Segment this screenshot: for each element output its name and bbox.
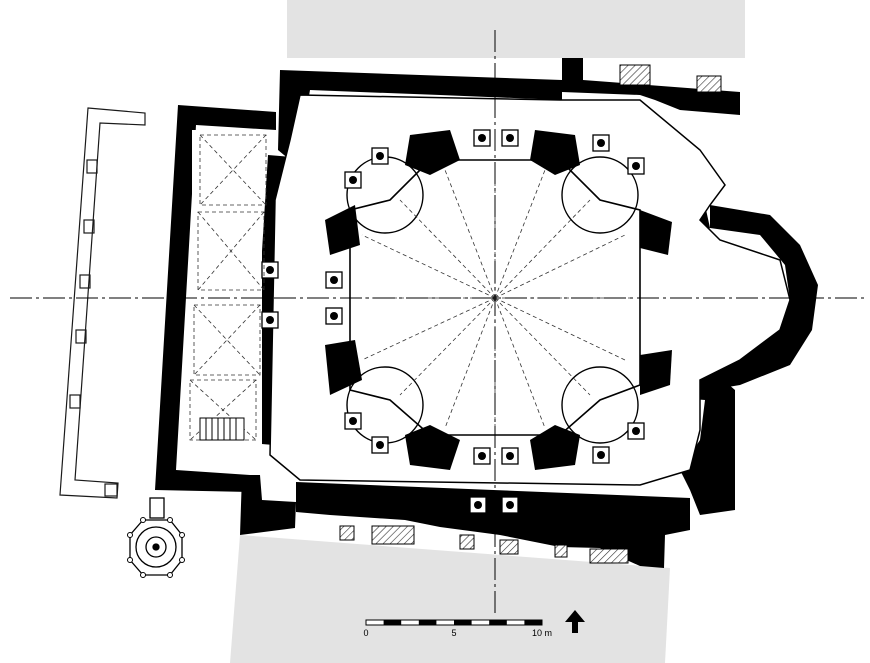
inner-narthex-floor (192, 130, 262, 460)
hatched-blocks (339, 64, 722, 564)
scale-segment (454, 620, 472, 625)
scale-label-0: 0 (363, 628, 368, 638)
scale-segment (489, 620, 507, 625)
scale-segment (524, 620, 542, 625)
scale-segment (418, 620, 437, 625)
scale-segment (383, 620, 402, 625)
north-arrow-icon (565, 610, 585, 633)
scale-label-5: 5 (451, 628, 456, 638)
staircase (199, 417, 245, 441)
octagon-nodes (127, 517, 185, 578)
columns (261, 129, 645, 514)
background-band (287, 0, 745, 58)
scale-labels: 0 5 10 m (363, 628, 552, 638)
background-band-lower (230, 535, 670, 663)
narthex-vaults (189, 134, 267, 441)
outer-narthex (59, 107, 146, 499)
octagonal-base (129, 497, 183, 576)
dome-piers (325, 130, 672, 470)
axis-lines (10, 30, 865, 615)
scale-label-10: 10 m (532, 628, 552, 638)
scale-bar (365, 619, 543, 626)
